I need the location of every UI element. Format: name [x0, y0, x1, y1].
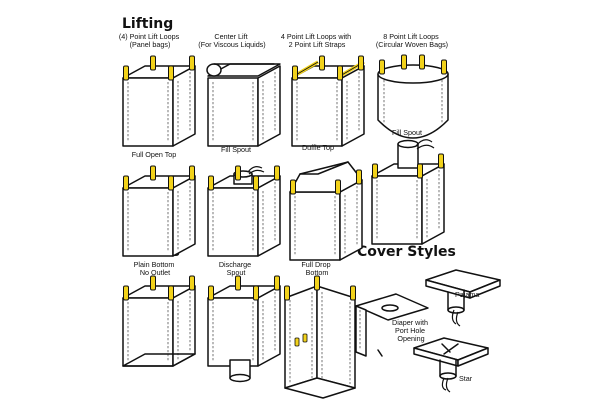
bag-lift-center	[206, 63, 281, 147]
label-inlet-fill-spout: Fill Spout	[221, 145, 251, 154]
label-outlet-plain: Plain Bottom No Outlet	[134, 260, 177, 277]
bag-lift-4-point	[122, 55, 196, 147]
cover-pajama	[425, 269, 501, 327]
label-inlet-open-top: Full Open Top	[132, 150, 177, 159]
label-lift-8-point: 8 Point Lift Loops (Circular Woven Bags)	[376, 32, 448, 49]
label-cover-pajama: Pajama	[455, 290, 479, 299]
label-inlet-fill-spout-2: Fill Spout	[392, 128, 422, 137]
label-lift-straps: 4 Point Lift Loops with 2 Point Lift Str…	[281, 32, 353, 49]
bag-inlet-fill-spout	[207, 165, 281, 257]
bag-inlet-fill-spout-2	[371, 139, 445, 245]
label-lift-center: Center Lift (For Viscous Liquids)	[198, 32, 265, 49]
label-outlet-discharge: Discharge Spout	[219, 260, 253, 277]
bag-outlet-discharge	[207, 275, 281, 383]
label-cover-diaper: Diaper with Port Hole Opening	[392, 318, 430, 343]
bag-inlet-open-top	[122, 165, 196, 257]
label-inlet-duffle-top: Duffle Top	[302, 143, 334, 152]
cover-star	[413, 337, 489, 393]
label-lift-4-point: (4) Point Lift Loops (Panel bags)	[119, 32, 181, 49]
bag-outlet-full-drop	[284, 275, 356, 399]
section-title-cover-styles: Cover Styles	[357, 244, 456, 260]
bag-inlet-duffle-top	[289, 161, 363, 261]
section-title-lifting: Lifting	[122, 16, 173, 32]
bag-lift-8-point	[377, 54, 449, 139]
cover-diaper	[355, 293, 429, 357]
label-cover-star: Star	[459, 374, 473, 383]
label-outlet-full-drop: Full Drop Bottom	[301, 260, 332, 277]
bag-outlet-plain	[122, 275, 196, 367]
bag-lift-straps	[291, 55, 365, 147]
